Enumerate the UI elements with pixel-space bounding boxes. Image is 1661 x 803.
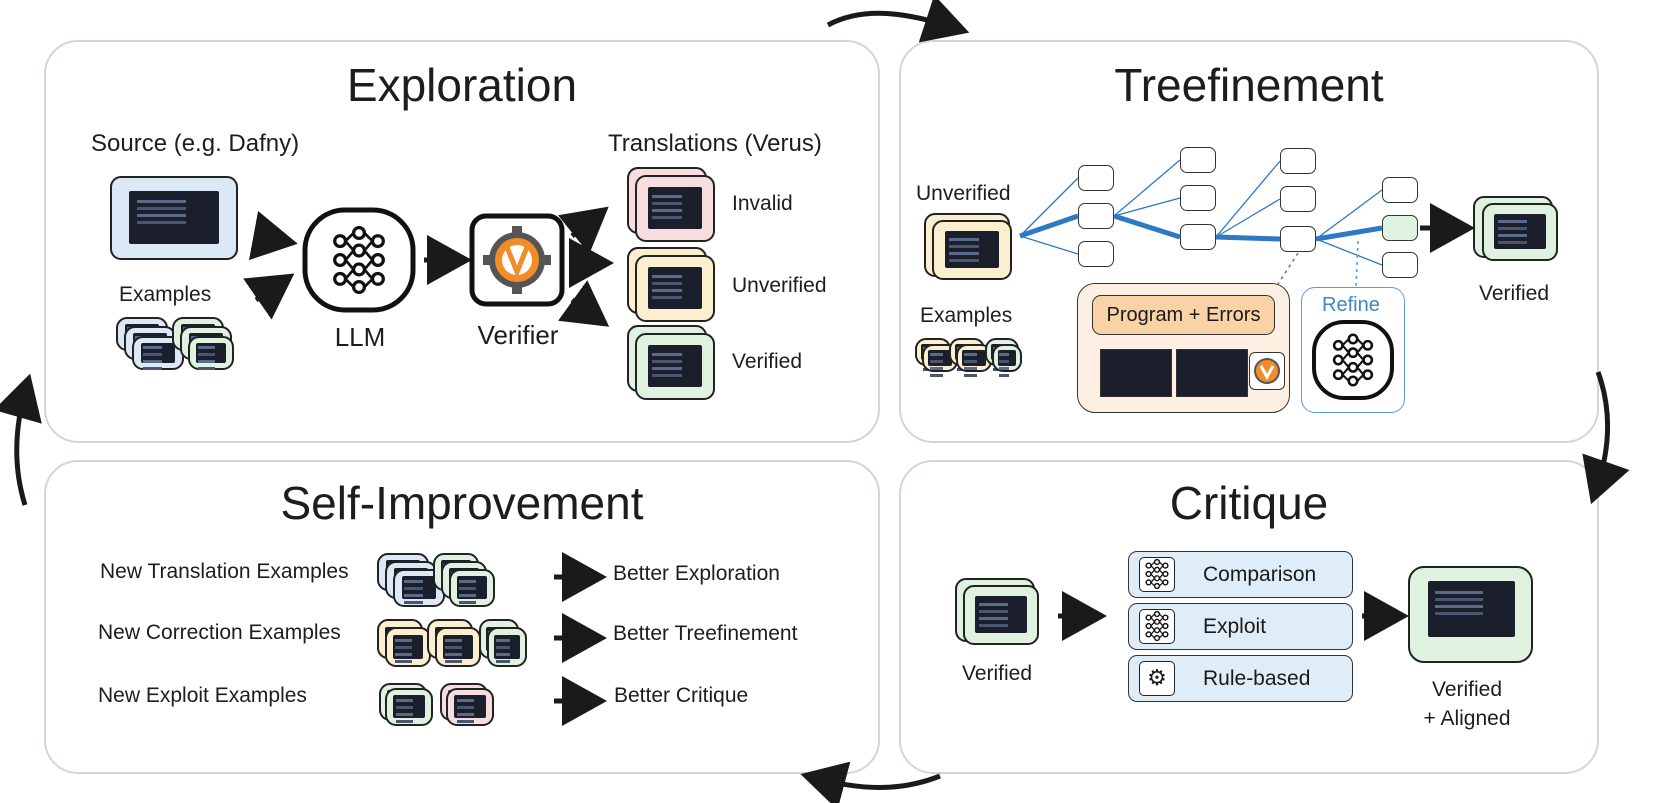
rule-based-method: ⚙ Rule-based <box>1128 655 1353 702</box>
tree-unverified-thumbnail <box>932 220 1012 280</box>
outcome-invalid: Invalid <box>732 192 793 215</box>
cycle-arrow-left <box>0 373 42 506</box>
source-label: Source (e.g. Dafny) <box>91 130 300 157</box>
tree-node <box>1078 241 1114 267</box>
source-code-thumbnail <box>110 176 238 260</box>
critique-input-label: Verified <box>962 662 1033 685</box>
exploit-example-thumbnail <box>446 688 494 726</box>
exploit-example-thumbnail <box>385 688 433 726</box>
outcome-verified: Verified <box>732 350 803 373</box>
translation-example-thumbnail <box>449 569 495 607</box>
arrow-verifier-to-invalid <box>557 206 609 255</box>
critique-input-thumbnail <box>963 585 1039 645</box>
better-exploration-label: Better Exploration <box>613 562 780 585</box>
cycle-arrow-right <box>1582 371 1630 505</box>
exploit-method: Exploit <box>1128 603 1353 650</box>
cycle-arrow-bottom <box>800 761 941 803</box>
outcome-unverified: Unverified <box>732 274 827 297</box>
tree-node <box>1078 165 1114 191</box>
dotted-connector <box>1277 252 1299 285</box>
tree-selected-path <box>1019 213 1383 242</box>
critique-title: Critique <box>1169 477 1329 529</box>
cycle-arrow-top <box>826 0 970 43</box>
tree-node <box>1382 177 1418 203</box>
verified-translation-thumbnail <box>635 333 715 400</box>
verifier-label: Verifier <box>477 320 559 350</box>
verifier-small-icon <box>1249 352 1285 390</box>
tree-node <box>1078 203 1114 229</box>
tree-node-verified <box>1382 215 1418 241</box>
program-errors-label: Program + Errors <box>1092 295 1275 335</box>
invalid-translation-thumbnail <box>635 175 715 242</box>
arrow-examples-to-llm <box>243 273 295 320</box>
llm-label: LLM <box>334 322 386 352</box>
program-errors-container: Program + Errors <box>1077 283 1290 413</box>
better-treefinement-label: Better Treefinement <box>613 622 798 645</box>
comparison-label: Comparison <box>1203 563 1317 586</box>
unverified-translation-thumbnail <box>635 255 715 322</box>
errors-code-thumbnail <box>1176 349 1248 397</box>
translations-label: Translations (Verus) <box>608 130 822 157</box>
gear-icon: ⚙ <box>1139 661 1175 696</box>
tree-node <box>1382 252 1418 278</box>
exploration-examples-label: Examples <box>119 283 212 306</box>
better-critique-label: Better Critique <box>614 684 749 707</box>
rule-based-label: Rule-based <box>1203 667 1311 690</box>
dotted-connector <box>1355 240 1359 288</box>
new-exploit-examples-label: New Exploit Examples <box>98 684 307 707</box>
tree-node <box>1180 224 1216 250</box>
correction-example-thumbnail <box>385 627 431 667</box>
correction-example-thumbnail <box>487 627 527 667</box>
new-translation-examples-label: New Translation Examples <box>100 560 349 583</box>
verifier-icon <box>469 213 565 307</box>
tree-node <box>1180 147 1216 173</box>
tree-node <box>1180 185 1216 211</box>
treefinement-title: Treefinement <box>1114 59 1384 111</box>
tree-node <box>1280 148 1316 174</box>
critique-output-line1: Verified <box>1431 678 1503 701</box>
neural-network-icon <box>1139 557 1175 592</box>
neural-network-icon <box>1139 609 1175 644</box>
critique-output-line2: + Aligned <box>1423 707 1511 730</box>
tree-node <box>1280 186 1316 212</box>
critique-output-thumbnail <box>1408 566 1533 663</box>
exploit-label: Exploit <box>1203 615 1267 638</box>
example-thumbnail <box>188 336 234 370</box>
tree-edges <box>1019 159 1383 266</box>
comparison-method: Comparison <box>1128 551 1353 598</box>
llm-icon <box>302 207 416 313</box>
arrow-verifier-to-verified <box>558 280 610 327</box>
tree-example-thumbnail <box>992 344 1022 372</box>
tree-examples-label: Examples <box>920 304 1013 327</box>
tree-node <box>1280 226 1316 252</box>
tree-verified-thumbnail <box>1482 203 1558 261</box>
exploration-title: Exploration <box>346 59 578 111</box>
new-correction-examples-label: New Correction Examples <box>98 621 341 644</box>
self-improvement-title: Self-Improvement <box>280 477 644 529</box>
refine-label: Refine <box>1322 294 1380 316</box>
tree-verified-label: Verified <box>1479 282 1550 305</box>
tree-unverified-label: Unverified <box>916 182 1011 205</box>
refine-nn-icon <box>1312 320 1394 400</box>
neural-network-icon <box>1145 558 1169 590</box>
program-code-thumbnail <box>1100 349 1172 397</box>
arrow-source-to-llm <box>248 210 298 261</box>
neural-network-icon <box>1145 610 1169 642</box>
